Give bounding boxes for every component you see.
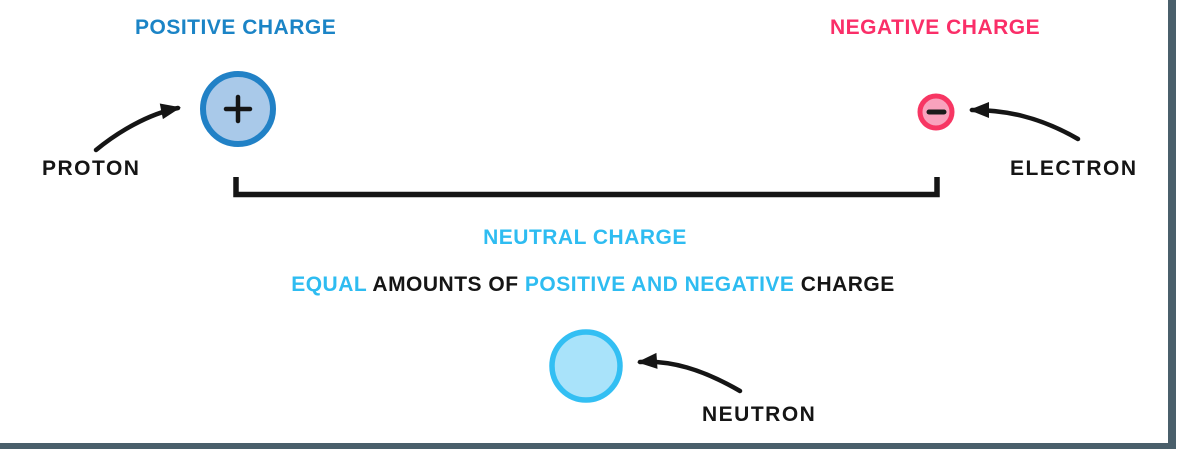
proton-label: PROTON [42,157,141,180]
electron-arrow [969,102,1081,142]
neutron-circle [549,329,623,403]
slide-edge-right [1168,0,1176,449]
desc-part-amounts-of: AMOUNTS OF [366,273,525,296]
neutral-charge-description: EQUAL AMOUNTS OF POSITIVE AND NEGATIVE C… [291,274,895,295]
desc-part-positive-and-negative: POSITIVE AND NEGATIVE [524,273,795,296]
neutron-label: NEUTRON [702,403,817,426]
desc-part-charge: CHARGE [794,273,895,296]
positive-charge-heading: POSITIVE CHARGE [135,16,337,39]
neutral-bracket [233,177,940,198]
proton-arrow [93,103,181,153]
negative-charge-heading: NEGATIVE CHARGE [830,16,1041,39]
neutron-arrow [637,352,743,394]
neutral-charge-heading: NEUTRAL CHARGE [483,226,687,249]
electron-label: ELECTRON [1010,157,1138,180]
slide-edge-bottom [0,443,1176,449]
desc-part-equal: EQUAL [291,273,367,296]
plus-icon [223,94,253,124]
